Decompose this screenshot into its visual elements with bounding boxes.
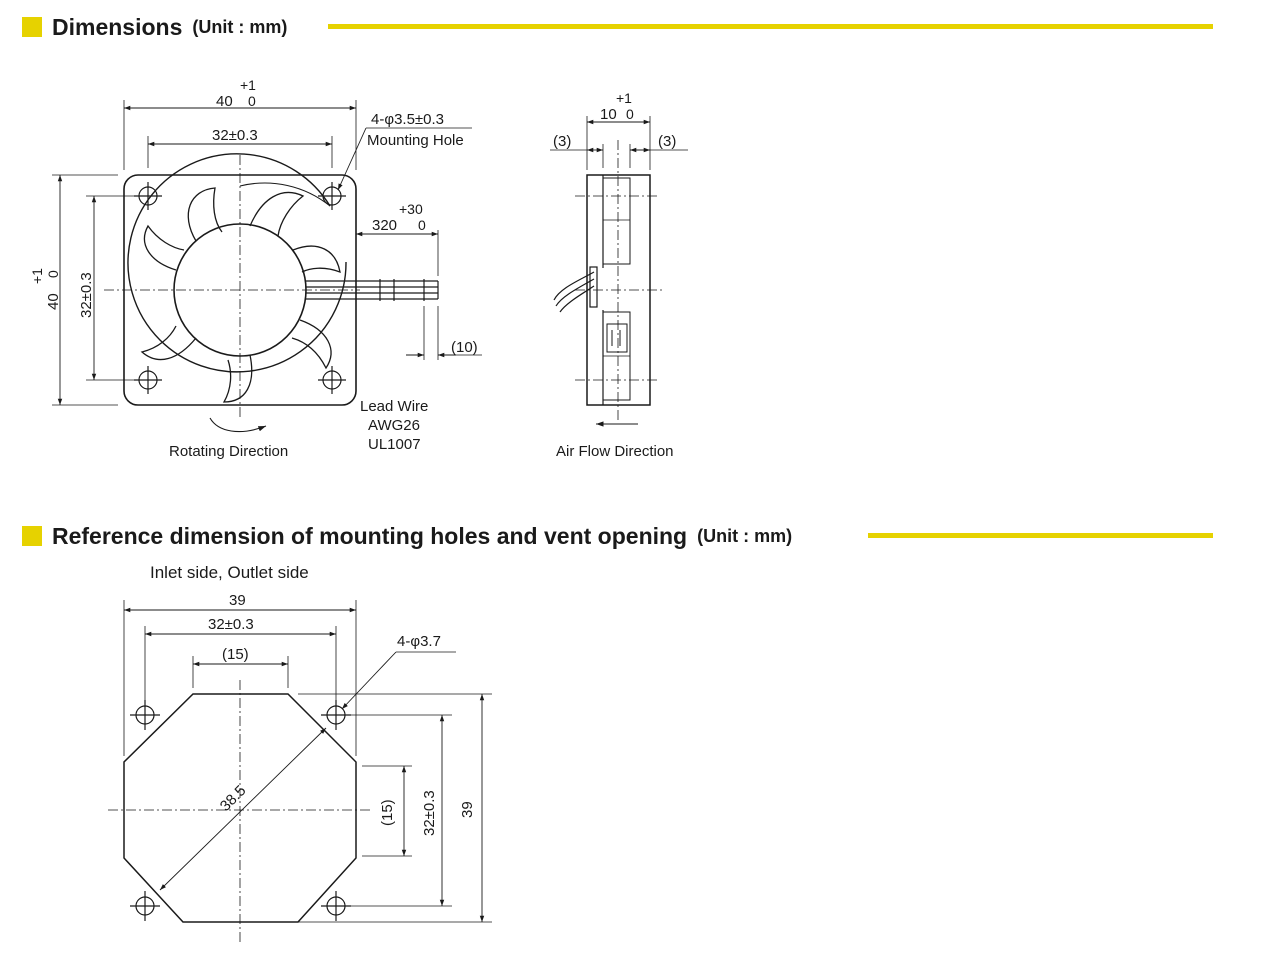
mounting-hole-spec-label: 4-φ3.5±0.3: [371, 111, 444, 128]
section-unit: (Unit : mm): [697, 525, 793, 546]
reference-view: [108, 600, 492, 945]
fan-blade: [140, 325, 197, 361]
vent-flat-v-label: (15): [379, 799, 396, 826]
thickness-tol-lower-label: 0: [626, 106, 634, 122]
front-view-labels: 40 +1 0 32±0.3 4-φ3.5±0.3 Mounting Hole …: [29, 77, 478, 460]
section-title: Reference dimension of mounting holes an…: [52, 522, 688, 549]
section-marker-icon: [22, 526, 42, 546]
side-view: [550, 116, 688, 427]
section-rule: [328, 24, 1213, 29]
fan-housing: [127, 153, 347, 373]
fan-blade: [143, 224, 185, 271]
fan-blade: [187, 187, 223, 242]
overall-width-label: 39: [229, 592, 246, 609]
lead-tol-upper-label: +30: [399, 201, 423, 217]
section-marker-icon: [22, 17, 42, 37]
lead-wire-awg-label: AWG26: [368, 417, 420, 434]
hole-pitch-v-label: 32±0.3: [78, 272, 95, 318]
rotating-direction-icon: [209, 417, 267, 433]
lead-wire: [553, 266, 598, 313]
vent-flat-label: (15): [222, 646, 249, 663]
hole-spec-label: 4-φ3.7: [397, 633, 441, 650]
overall-height-label: 39: [459, 801, 476, 818]
height-tol-lower-label: 0: [45, 270, 61, 278]
fan-blade: [222, 354, 253, 403]
section-header-dimensions: Dimensions (Unit : mm): [22, 13, 288, 40]
lead-length-label: 320: [372, 217, 397, 234]
front-view: [52, 100, 482, 433]
lead-wire-label: Lead Wire: [360, 398, 428, 415]
strip-length-label: (10): [451, 339, 478, 356]
fan-blade: [291, 319, 332, 370]
lead-tol-lower-label: 0: [418, 217, 426, 233]
left-ref-label: (3): [553, 133, 571, 150]
fan-blade: [249, 191, 305, 237]
width-tol-upper-label: +1: [240, 77, 256, 93]
width-nominal-label: 40: [216, 93, 233, 110]
mounting-hole-label: Mounting Hole: [367, 132, 464, 149]
airflow-label-icon: [606, 323, 628, 353]
section-unit: (Unit : mm): [192, 16, 288, 37]
height-tol-upper-label: +1: [29, 268, 45, 284]
rotating-direction-label: Rotating Direction: [169, 443, 288, 460]
mounting-hole-icon: [318, 182, 346, 210]
hole-pitch-label: 32±0.3: [208, 616, 254, 633]
thickness-tol-upper-label: +1: [616, 90, 632, 106]
mounting-hole-icon: [134, 366, 162, 394]
section-title: Dimensions: [52, 13, 183, 40]
reference-subtitle: Inlet side, Outlet side: [150, 563, 309, 582]
section-header-reference: Reference dimension of mounting holes an…: [22, 522, 793, 549]
section-rule: [868, 533, 1213, 538]
height-nominal-label: 40: [45, 293, 62, 310]
hole-pitch-label: 32±0.3: [212, 127, 258, 144]
mounting-hole-icon: [134, 182, 162, 210]
thickness-nominal-label: 10: [600, 106, 617, 123]
lead-wire-ul-label: UL1007: [368, 436, 421, 453]
mounting-hole-icon: [130, 891, 160, 921]
fan-blade: [292, 245, 341, 274]
width-tol-lower-label: 0: [248, 93, 256, 109]
side-view-labels: +1 10 0 (3) (3) Air Flow Direction: [553, 90, 676, 460]
mounting-hole-icon: [318, 366, 346, 394]
hole-pitch-v-label: 32±0.3: [421, 790, 438, 836]
right-ref-label: (3): [658, 133, 676, 150]
lead-wire: [306, 279, 439, 301]
air-flow-direction-label: Air Flow Direction: [556, 443, 674, 460]
reference-view-labels: 39 32±0.3 (15) 4-φ3.7 38.5 (15) 32±0.3 3…: [208, 592, 476, 836]
